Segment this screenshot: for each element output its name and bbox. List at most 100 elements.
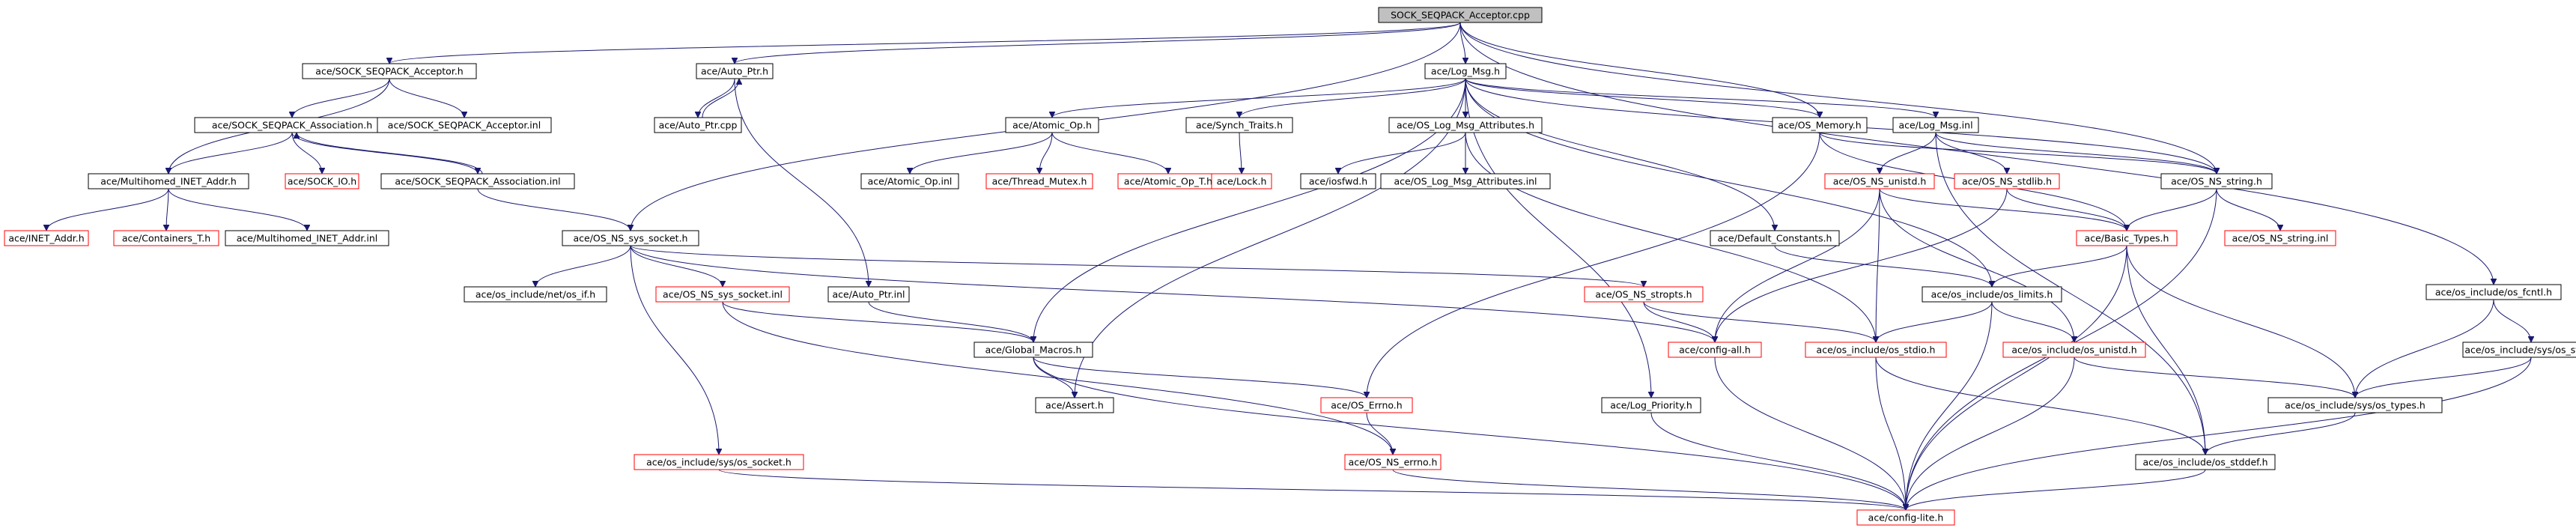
node-label: ace/Auto_Ptr.cpp — [659, 120, 738, 131]
node-label: ace/OS_NS_sys_socket.h — [574, 233, 688, 244]
include-node[interactable]: ace/os_include/os_stddef.h — [2135, 454, 2276, 470]
include-node[interactable]: ace/Assert.h — [1035, 397, 1114, 413]
include-node[interactable]: ace/os_include/sys/os_socket.h — [634, 454, 804, 470]
dependency-edge — [2074, 356, 2355, 398]
include-node[interactable]: ace/OS_NS_stropts.h — [1584, 286, 1704, 303]
include-node[interactable]: ace/OS_Log_Msg_Attributes.h — [1388, 117, 1543, 133]
include-node[interactable]: ace/OS_NS_unistd.h — [1824, 173, 1935, 189]
node-box — [1772, 117, 1868, 133]
include-node[interactable]: ace/OS_NS_sys_socket.inl — [655, 286, 790, 303]
include-node[interactable]: ace/SOCK_IO.h — [285, 173, 359, 189]
include-node[interactable]: ace/OS_Errno.h — [1320, 397, 1413, 413]
root-node: SOCK_SEQPACK_Acceptor.cpp — [1378, 7, 1543, 23]
dependency-edge — [2126, 245, 2205, 455]
include-node[interactable]: ace/Multihomed_INET_Addr.inl — [225, 230, 389, 246]
dependency-edge — [2355, 356, 2532, 398]
node-box — [1954, 173, 2060, 189]
include-node[interactable]: ace/Auto_Ptr.inl — [827, 286, 910, 303]
include-node[interactable]: ace/config-all.h — [1668, 342, 1762, 358]
node-label: ace/os_include/net/os_if.h — [476, 289, 595, 300]
node-box — [655, 286, 790, 303]
node-box — [1380, 173, 1551, 189]
node-label: ace/os_include/os_unistd.h — [2011, 345, 2136, 356]
node-box — [2076, 230, 2178, 246]
node-box — [2462, 342, 2576, 358]
node-box — [225, 230, 389, 246]
include-node[interactable]: ace/OS_NS_string.inl — [2224, 230, 2336, 246]
include-node[interactable]: ace/OS_NS_string.h — [2160, 173, 2273, 189]
dependency-edge — [2355, 299, 2494, 398]
include-node[interactable]: ace/os_include/sys/os_stat.h — [2462, 342, 2576, 358]
include-node[interactable]: ace/config-lite.h — [1856, 509, 1955, 526]
include-node[interactable]: ace/Atomic_Op.h — [1005, 117, 1099, 133]
include-node[interactable]: ace/Atomic_Op_T.h — [1117, 173, 1219, 189]
include-node[interactable]: ace/os_include/os_stdio.h — [1805, 342, 1947, 358]
node-box — [113, 230, 219, 246]
include-node[interactable]: ace/OS_NS_stdlib.h — [1954, 173, 2060, 189]
node-box — [380, 173, 575, 189]
include-node[interactable]: ace/iosfwd.h — [1300, 173, 1376, 189]
dependency-edge — [1643, 301, 1876, 343]
include-node[interactable]: ace/Global_Macros.h — [973, 342, 1093, 358]
node-label: ace/os_include/sys/os_stat.h — [2464, 345, 2576, 356]
node-label: ace/config-lite.h — [1868, 512, 1944, 524]
include-node[interactable]: ace/Multihomed_INET_Addr.h — [88, 173, 249, 189]
include-node[interactable]: ace/Auto_Ptr.h — [696, 63, 774, 79]
node-label: ace/Auto_Ptr.inl — [833, 289, 905, 300]
dependency-edge — [1239, 132, 1242, 174]
dependency-edge — [1876, 301, 1993, 343]
include-node[interactable]: ace/Thread_Mutex.h — [985, 173, 1093, 189]
include-node[interactable]: ace/OS_NS_errno.h — [1344, 454, 1442, 470]
include-node[interactable]: ace/os_include/os_fcntl.h — [2425, 284, 2562, 300]
include-node[interactable]: ace/Default_Constants.h — [1710, 230, 1840, 246]
node-box — [973, 342, 1093, 358]
include-node[interactable]: ace/SOCK_SEQPACK_Association.h — [194, 117, 390, 133]
dependency-edge — [1366, 412, 1393, 455]
include-node[interactable]: ace/Containers_T.h — [113, 230, 219, 246]
dependency-edge — [2205, 412, 2356, 455]
node-box — [302, 63, 477, 79]
dependency-edge — [1991, 301, 2074, 343]
node-label: ace/INET_Addr.h — [8, 233, 84, 244]
dependency-edge — [1465, 78, 1936, 118]
include-node[interactable]: ace/OS_Log_Msg_Attributes.inl — [1380, 173, 1551, 189]
node-label: ace/Atomic_Op.h — [1012, 120, 1092, 131]
node-label: ace/Log_Priority.h — [1610, 400, 1692, 411]
node-box — [377, 117, 552, 133]
include-node[interactable]: ace/os_include/os_unistd.h — [2002, 342, 2146, 358]
include-node[interactable]: ace/SOCK_SEQPACK_Association.inl — [380, 173, 575, 189]
include-node[interactable]: ace/Atomic_Op.inl — [860, 173, 959, 189]
dependency-edge — [630, 245, 1644, 288]
dependency-edge — [1643, 301, 1715, 343]
node-label: ace/os_include/sys/os_types.h — [2285, 400, 2425, 411]
node-box — [634, 454, 804, 470]
include-node[interactable]: ace/os_include/net/os_if.h — [464, 286, 607, 303]
dependency-edge — [1465, 78, 1820, 118]
include-node[interactable]: ace/SOCK_SEQPACK_Acceptor.h — [302, 63, 477, 79]
node-box — [1320, 397, 1413, 413]
include-node[interactable]: ace/Log_Msg.h — [1424, 63, 1507, 79]
include-node[interactable]: ace/os_include/os_limits.h — [1922, 286, 2062, 303]
node-label: SOCK_SEQPACK_Acceptor.cpp — [1391, 10, 1530, 21]
dependency-edge — [297, 132, 483, 175]
dependency-edge — [1465, 78, 1775, 231]
dependency-edge — [1033, 356, 1075, 398]
include-node[interactable]: ace/Log_Priority.h — [1601, 397, 1701, 413]
node-label: ace/Lock.h — [1217, 176, 1267, 187]
include-node[interactable]: ace/Lock.h — [1211, 173, 1272, 189]
dependency-edge — [718, 469, 1906, 511]
include-node[interactable]: ace/Synch_Traits.h — [1185, 117, 1293, 133]
dependency-edge — [1935, 132, 2007, 175]
include-node[interactable]: ace/OS_Memory.h — [1772, 117, 1868, 133]
include-node[interactable]: ace/Log_Msg.inl — [1892, 117, 1979, 133]
node-box — [1035, 397, 1114, 413]
node-box — [1378, 7, 1543, 23]
include-node[interactable]: ace/os_include/sys/os_types.h — [2267, 397, 2443, 413]
include-node[interactable]: ace/Auto_Ptr.cpp — [654, 117, 742, 133]
include-node[interactable]: ace/Basic_Types.h — [2076, 230, 2178, 246]
node-label: ace/SOCK_SEQPACK_Acceptor.inl — [388, 120, 541, 131]
include-node[interactable]: ace/SOCK_SEQPACK_Acceptor.inl — [377, 117, 552, 133]
include-node[interactable]: ace/INET_Addr.h — [4, 230, 89, 246]
dependency-edge — [698, 78, 735, 118]
include-node[interactable]: ace/OS_NS_sys_socket.h — [562, 230, 699, 246]
